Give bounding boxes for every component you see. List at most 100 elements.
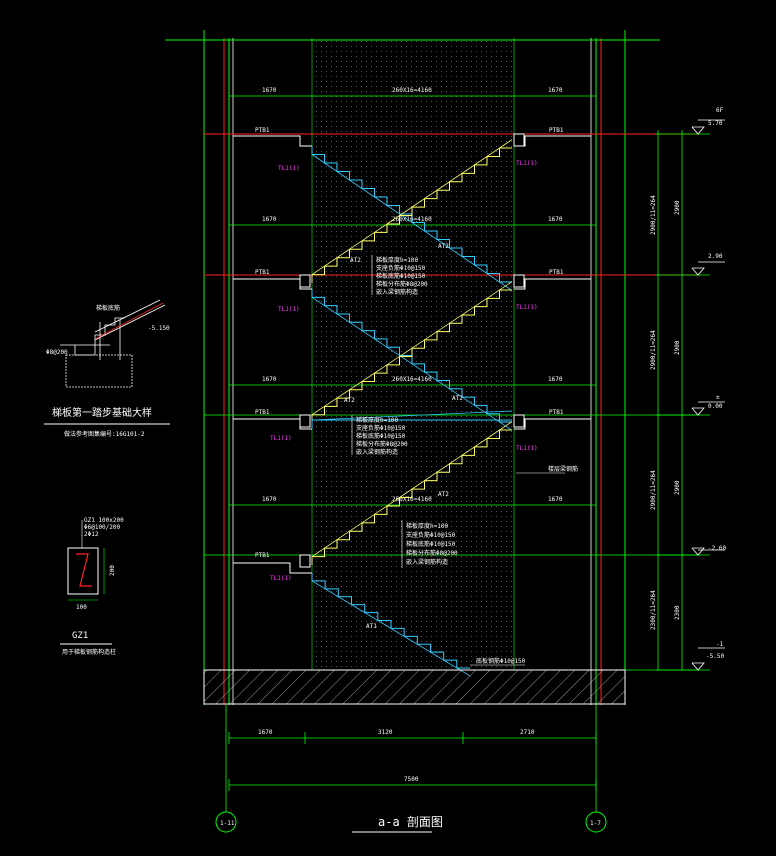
level-value-l2: 2.90 [708, 253, 723, 260]
beam-label-2: TL1(1) [516, 160, 538, 167]
svg-text:梯板分布筋Φ8@200: 梯板分布筋Φ8@200 [356, 440, 408, 448]
svg-text:梯板分布筋Φ8@200: 梯板分布筋Φ8@200 [406, 549, 458, 557]
floor-lines [204, 133, 700, 276]
beam-label-3: TL1(1) [278, 306, 300, 313]
drawing-title: a-a 剖面图 [378, 815, 443, 829]
bottom-dim-1: 1670 [258, 729, 273, 736]
slab-label-1: AT2 [350, 257, 361, 264]
svg-text:2900: 2900 [674, 480, 681, 495]
gz1-title: GZ1 [72, 631, 88, 641]
gz1-detail [67, 520, 105, 601]
svg-text:支座负筋Φ10@150: 支座负筋Φ10@150 [356, 424, 406, 432]
bottom-dim-total: 7500 [404, 776, 419, 783]
svg-text:2900/11=264: 2900/11=264 [650, 330, 657, 370]
dim4-left: 1670 [262, 496, 277, 503]
slab-label-6: AT1 [366, 623, 377, 630]
flight-down-3-soffit [311, 580, 471, 677]
level-label-l3: ± [716, 394, 720, 401]
flight-down-1-soffit [311, 154, 513, 291]
platforms [233, 133, 591, 574]
dim3-right: 1670 [548, 376, 563, 383]
svg-text:梯板底筋Φ10@150: 梯板底筋Φ10@150 [356, 432, 406, 440]
ptb-label-3: PTB1 [255, 269, 270, 276]
flight-up-3-steps [311, 429, 512, 565]
top-dims [229, 95, 596, 506]
beam-label-6: TL1(1) [516, 445, 538, 452]
svg-text:嵌入梁钢筋构造: 嵌入梁钢筋构造 [376, 288, 418, 296]
level-markers [691, 119, 725, 671]
flight-down-3-steps [311, 573, 470, 669]
dim2-left: 1670 [262, 216, 277, 223]
stairwell-core [312, 38, 514, 670]
flight-up-2-steps [311, 289, 512, 423]
top-dim-left: 1670 [262, 87, 277, 94]
svg-text:梯板厚度h=100: 梯板厚度h=100 [356, 416, 398, 424]
level-label-l1: 6F [716, 107, 724, 114]
ptb-label-4: PTB1 [549, 269, 564, 276]
svg-text:支座负筋Φ10@150: 支座负筋Φ10@150 [376, 264, 426, 272]
bottom-dim-3: 2710 [520, 729, 535, 736]
svg-text:2900/11=264: 2900/11=264 [650, 195, 657, 235]
beam-label-4: TL1(1) [516, 304, 538, 311]
ptb-label-6: PTB1 [549, 409, 564, 416]
beam-label-5: TL1(1) [270, 435, 292, 442]
dim4-middle: 260X16=4160 [392, 496, 432, 503]
elevation-column [655, 130, 710, 671]
top-dim-right: 1670 [548, 87, 563, 94]
stair-flights [311, 139, 513, 677]
ptb-label-2: PTB1 [549, 127, 564, 134]
svg-text:嵌入梁钢筋构造: 嵌入梁钢筋构造 [356, 448, 398, 456]
slab-label-5: AT2 [438, 491, 449, 498]
top-dim-middle: 260X16=4160 [392, 87, 432, 94]
bottom-dims [225, 705, 597, 800]
axis-bubble-right: 1-7 [585, 800, 607, 833]
ptb-label-1: PTB1 [255, 127, 270, 134]
gz1-note: 用于梯板钢筋构造柱 [62, 648, 116, 656]
flight-down-2-soffit [311, 296, 513, 431]
level-value-l5: -5.50 [706, 653, 724, 660]
dim4-right: 1670 [548, 496, 563, 503]
axis-bubble-left: 1-11 [215, 800, 237, 833]
svg-text:2900/11=264: 2900/11=264 [650, 470, 657, 510]
svg-text:嵌入梁钢筋构造: 嵌入梁钢筋构造 [406, 558, 448, 566]
detail-label-a: 梯板底筋 [96, 304, 120, 312]
flight-up-2-soffit [311, 281, 513, 416]
level-value-l3: 0.00 [708, 403, 723, 410]
stair-notes-1: 梯板厚度h=100 支座负筋Φ10@150 梯板底筋Φ10@150 梯板分布筋Φ… [371, 255, 428, 296]
side-note: 楼层梁钢筋 [516, 465, 578, 474]
bottom-dim-2: 3120 [378, 729, 393, 736]
ptb-label-7: PTB1 [255, 552, 270, 559]
svg-text:底板钢筋Φ10@150: 底板钢筋Φ10@150 [476, 657, 526, 665]
slab-label-3: AT2 [344, 397, 355, 404]
foundation-detail-red [94, 302, 164, 340]
detail-title: 梯板第一踏步基础大样 [52, 406, 152, 419]
svg-text:1-11: 1-11 [220, 820, 235, 827]
slab-label-4: AT2 [452, 395, 463, 402]
ptb-label-5: PTB1 [255, 409, 270, 416]
foundation-hatch [203, 669, 626, 705]
flight-up-3-soffit [311, 421, 513, 557]
gz1-dim-w: 100 [76, 604, 87, 611]
svg-text:2300: 2300 [674, 605, 681, 620]
slab-label-2: AT2 [438, 243, 449, 250]
dim2-right: 1670 [548, 216, 563, 223]
svg-text:梯板厚度h=100: 梯板厚度h=100 [376, 256, 418, 264]
svg-text:1-7: 1-7 [590, 820, 601, 827]
svg-text:梯板厚度h=100: 梯板厚度h=100 [406, 522, 448, 530]
stair-notes-3: 梯板厚度h=100 支座负筋Φ10@150 梯板底筋Φ10@150 梯板分布筋Φ… [401, 520, 458, 568]
dim3-left: 1670 [262, 376, 277, 383]
gz1-spec-3: 2Φ12 [84, 531, 99, 538]
detail-label-c: Φ8@200 [46, 349, 68, 356]
beam-label-7: TL1(1) [270, 575, 292, 582]
svg-text:2300/11=264: 2300/11=264 [650, 590, 657, 630]
detail-subtitle: 做法参考图集编号:16G101-2 [64, 430, 145, 438]
base-note: 底板钢筋Φ10@150 [470, 657, 526, 666]
gz1-spec-1: GZ1 100x200 [84, 517, 124, 524]
foundation-detail [60, 299, 166, 388]
level-label-l5: -1 [716, 641, 724, 648]
flight-stub-soffit [311, 410, 513, 421]
flight-up-1-steps [311, 147, 512, 283]
svg-text:梯板底筋Φ10@150: 梯板底筋Φ10@150 [406, 540, 456, 548]
gz1-spec-2: Φ6@100/200 [84, 524, 121, 531]
